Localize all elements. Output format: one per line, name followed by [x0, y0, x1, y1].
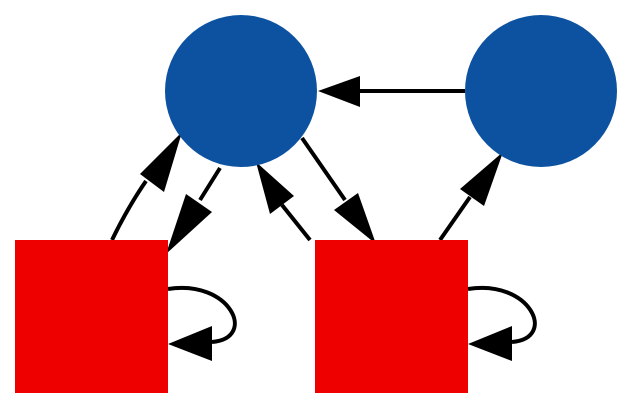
edge-square-right-to-circle-right — [438, 152, 503, 242]
node-square-right — [315, 240, 468, 393]
edge-square-left-self-loop — [167, 285, 237, 361]
edges-layer — [110, 76, 537, 361]
arrowhead — [460, 152, 503, 206]
arrowhead — [166, 194, 212, 254]
edge-square-right-to-circle-left — [256, 162, 312, 242]
arrowhead — [318, 76, 360, 107]
edge-square-right-self-loop — [467, 285, 537, 361]
edge-circle-left-to-square-left — [166, 166, 222, 254]
edge-square-left-to-circle-left — [110, 132, 182, 241]
arrowhead — [468, 326, 512, 361]
arrowhead — [140, 132, 182, 192]
edge-circle-left-to-square-right — [300, 136, 376, 244]
nodes-layer — [15, 15, 617, 393]
arrowhead — [334, 193, 376, 244]
arrowhead — [256, 162, 294, 214]
arrowhead — [168, 326, 212, 361]
node-circle-left — [165, 15, 317, 167]
node-square-left — [15, 240, 168, 393]
node-circle-right — [465, 15, 617, 167]
edge-circle-right-to-circle-left — [318, 76, 465, 107]
